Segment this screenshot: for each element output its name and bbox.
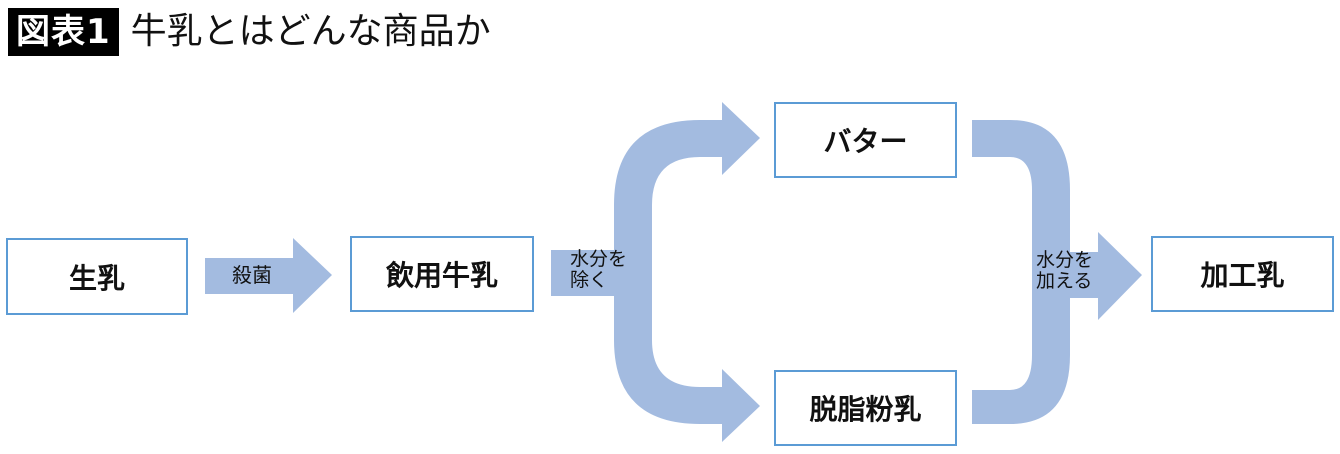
figure-title-text: 牛乳とはどんな商品か — [130, 11, 491, 52]
arrow-merge-from-butter — [972, 120, 1070, 290]
node-raw-milk: 生乳 — [6, 238, 188, 315]
arrow-add-water — [1032, 232, 1142, 320]
edge-label-remove-water-line1: 水分を — [570, 248, 628, 270]
node-butter: バター — [774, 102, 957, 178]
arrow-sterilize — [205, 238, 332, 313]
node-skim-milk-powder: 脱脂粉乳 — [774, 370, 957, 446]
node-drinking-milk: 飲用牛乳 — [350, 236, 534, 312]
figure-title: 図表1 牛乳とはどんな商品か — [8, 8, 491, 56]
edge-label-add-water-line1: 水分を — [1036, 249, 1094, 271]
edge-label-add-water-line2: 加える — [1036, 270, 1093, 292]
edge-label-add-water: 水分を 加える — [1036, 250, 1093, 292]
edge-label-sterilize: 殺菌 — [232, 263, 272, 287]
node-processed-milk: 加工乳 — [1151, 236, 1334, 312]
figure-number-badge: 図表1 — [8, 8, 119, 56]
arrow-merge-from-skim — [972, 270, 1070, 424]
edge-label-remove-water: 水分を 除く — [570, 249, 627, 291]
arrow-branch-to-butter — [614, 102, 760, 280]
edge-label-remove-water-line2: 除く — [570, 269, 609, 291]
arrow-branch-to-skim — [614, 270, 760, 442]
